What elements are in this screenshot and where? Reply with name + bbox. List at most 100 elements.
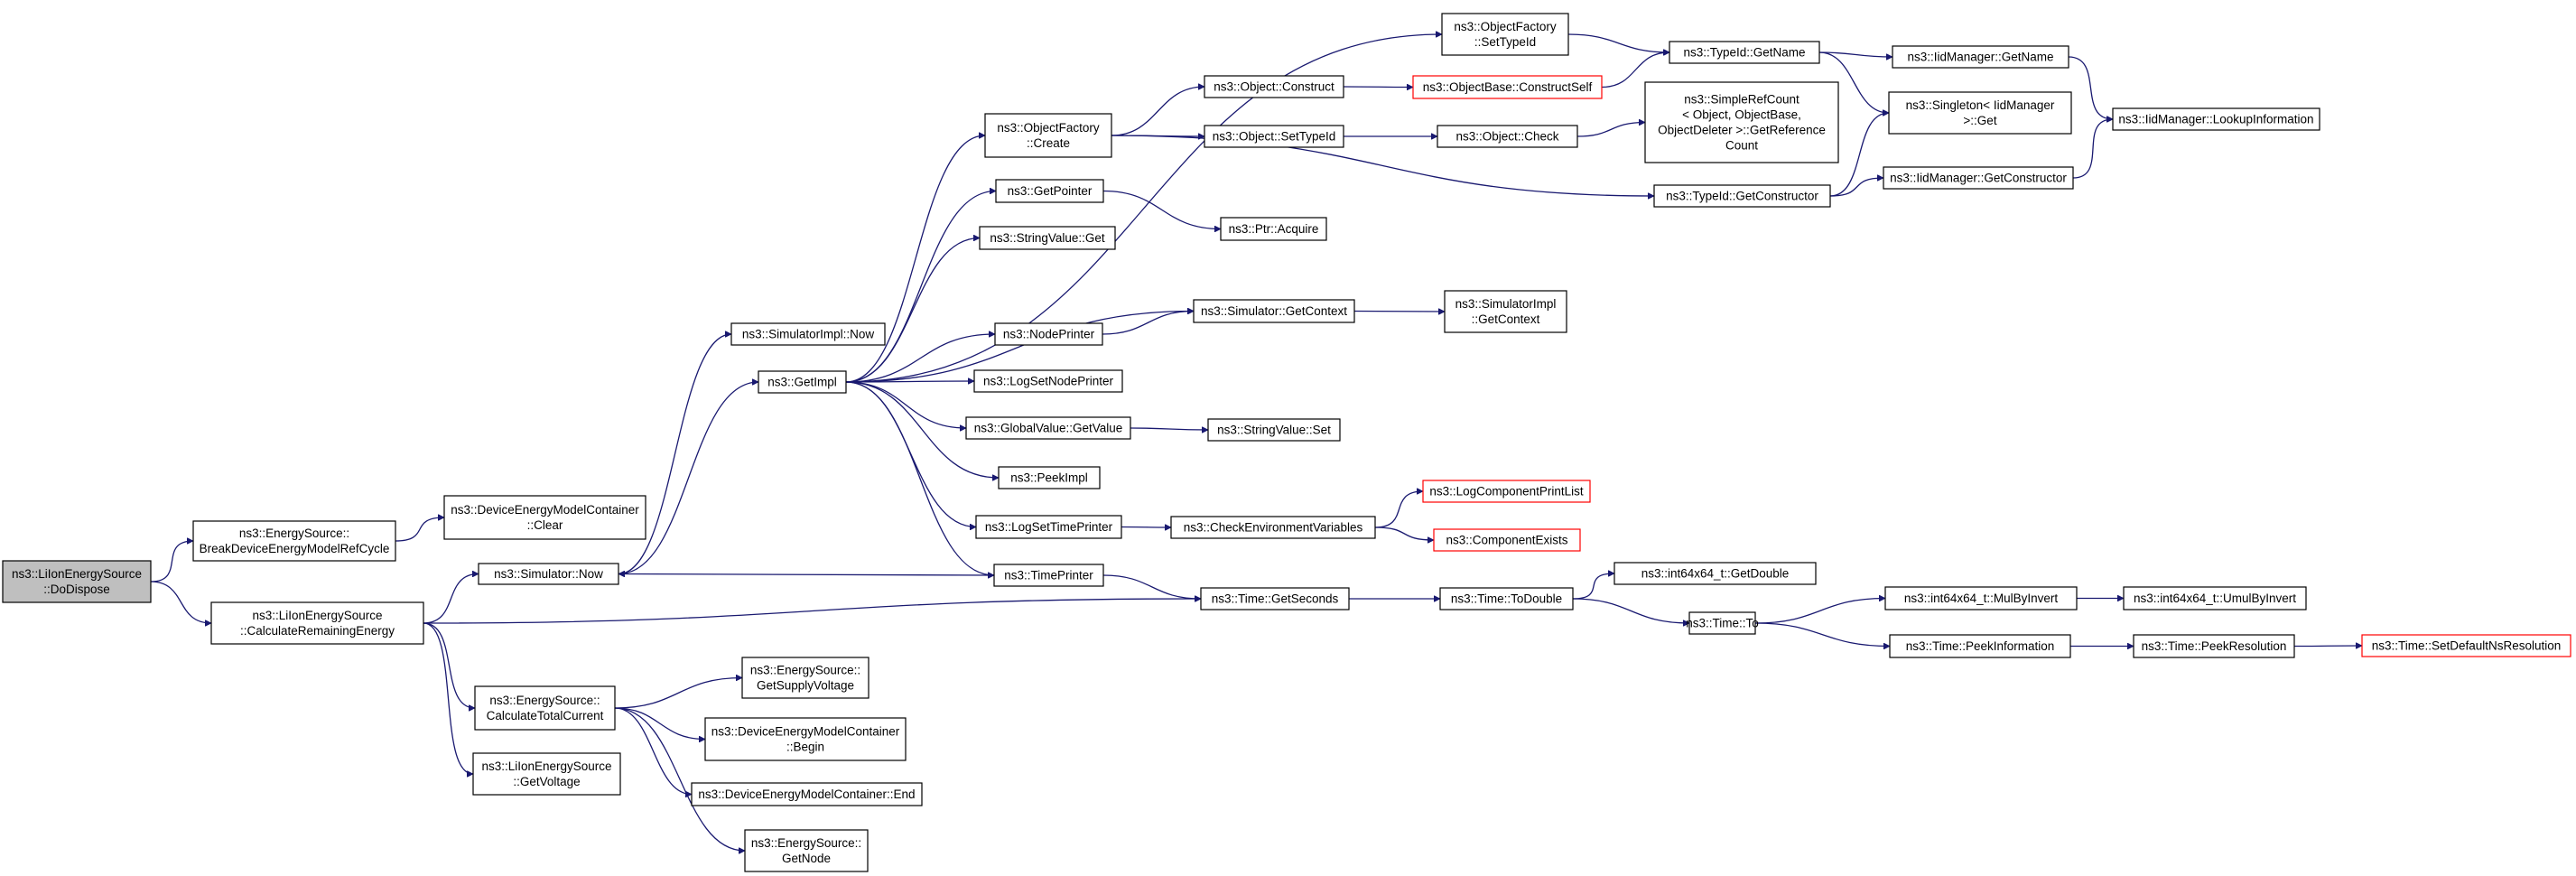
node-box[interactable] — [1884, 586, 2078, 610]
node-box[interactable] — [994, 322, 1103, 346]
node-comp_exists[interactable]: ns3::ComponentExists — [1433, 528, 1581, 552]
node-simplerefcount[interactable]: ns3::SimpleRefCount< Object, ObjectBase,… — [1644, 81, 1839, 163]
node-box[interactable] — [474, 685, 616, 731]
node-gv_getvalue[interactable]: ns3::GlobalValue::GetValue — [965, 416, 1131, 440]
node-box[interactable] — [744, 829, 869, 872]
node-strval_set[interactable]: ns3::StringValue::Set — [1207, 418, 1341, 442]
node-calctot[interactable]: ns3::EnergySource::CalculateTotalCurrent — [474, 685, 616, 731]
node-time_peekres[interactable]: ns3::Time::PeekResolution — [2133, 634, 2295, 658]
node-box[interactable] — [1437, 125, 1578, 148]
node-box[interactable] — [192, 520, 396, 562]
node-box[interactable] — [1444, 290, 1567, 333]
node-box[interactable] — [1200, 587, 1350, 610]
node-strval_get[interactable]: ns3::StringValue::Get — [979, 226, 1116, 250]
node-box[interactable] — [1412, 75, 1603, 99]
node-dodispose[interactable]: ns3::LiIonEnergySource::DoDispose — [2, 560, 152, 603]
node-logcomp_printlist[interactable]: ns3::LogComponentPrintList — [1422, 480, 1591, 503]
node-obj_construct[interactable]: ns3::Object::Construct — [1204, 75, 1344, 98]
node-box[interactable] — [1170, 516, 1376, 539]
node-checkenv[interactable]: ns3::CheckEnvironmentVariables — [1170, 516, 1376, 539]
node-getvoltage[interactable]: ns3::LiIonEnergySource::GetVoltage — [472, 752, 621, 796]
node-sim_now[interactable]: ns3::Simulator::Now — [478, 563, 619, 585]
node-box[interactable] — [1433, 528, 1581, 552]
node-box[interactable] — [1669, 41, 1820, 64]
node-obj_check[interactable]: ns3::Object::Check — [1437, 125, 1578, 148]
node-box[interactable] — [993, 564, 1104, 587]
node-box[interactable] — [2123, 586, 2307, 610]
node-of_create[interactable]: ns3::ObjectFactory::Create — [984, 113, 1112, 158]
node-demc_begin[interactable]: ns3::DeviceEnergyModelContainer::Begin — [704, 717, 907, 761]
node-box[interactable] — [758, 370, 847, 394]
node-typeid_getname[interactable]: ns3::TypeId::GetName — [1669, 41, 1820, 64]
node-simimpl_now[interactable]: ns3::SimulatorImpl::Now — [730, 322, 886, 346]
node-getsupply[interactable]: ns3::EnergySource::GetSupplyVoltage — [741, 657, 870, 699]
node-box[interactable] — [741, 657, 870, 699]
node-logsettime[interactable]: ns3::LogSetTimePrinter — [975, 515, 1122, 539]
node-iid_getctor[interactable]: ns3::IidManager::GetConstructor — [1883, 166, 2074, 190]
node-box[interactable] — [1193, 299, 1355, 323]
node-demc_end[interactable]: ns3::DeviceEnergyModelContainer::End — [691, 782, 923, 806]
node-box[interactable] — [1207, 418, 1341, 442]
node-box[interactable] — [443, 495, 646, 540]
node-box[interactable] — [1220, 217, 1327, 241]
node-time_to[interactable]: ns3::Time::To — [1686, 611, 1759, 635]
node-box[interactable] — [1653, 184, 1831, 208]
node-getimpl[interactable]: ns3::GetImpl — [758, 370, 847, 394]
node-box[interactable] — [965, 416, 1131, 440]
node-logsetnode[interactable]: ns3::LogSetNodePrinter — [973, 369, 1123, 393]
node-break[interactable]: ns3::EnergySource::BreakDeviceEnergyMode… — [192, 520, 396, 562]
node-box[interactable] — [1883, 166, 2074, 190]
node-iid_getname[interactable]: ns3::IidManager::GetName — [1892, 45, 2069, 69]
node-getnode[interactable]: ns3::EnergySource::GetNode — [744, 829, 869, 872]
node-box[interactable] — [2112, 107, 2320, 131]
node-box[interactable] — [975, 515, 1122, 539]
node-box[interactable] — [210, 601, 424, 645]
node-box[interactable] — [2133, 634, 2295, 658]
node-objbase_construct[interactable]: ns3::ObjectBase::ConstructSelf — [1412, 75, 1603, 99]
node-box[interactable] — [691, 782, 923, 806]
node-box[interactable] — [1422, 480, 1591, 503]
node-demc_clear[interactable]: ns3::DeviceEnergyModelContainer::Clear — [443, 495, 646, 540]
node-nodeprinter[interactable]: ns3::NodePrinter — [994, 322, 1103, 346]
node-time_todouble[interactable]: ns3::Time::ToDouble — [1439, 587, 1574, 610]
node-box[interactable] — [2361, 634, 2571, 657]
node-box[interactable] — [1439, 587, 1574, 610]
node-i64_mulbyinvert[interactable]: ns3::int64x64_t::MulByInvert — [1884, 586, 2078, 610]
node-box[interactable] — [2, 560, 152, 603]
node-box[interactable] — [1204, 125, 1344, 148]
node-box[interactable] — [704, 717, 907, 761]
node-box[interactable] — [984, 113, 1112, 158]
node-i64_umulbyinvert[interactable]: ns3::int64x64_t::UmulByInvert — [2123, 586, 2307, 610]
node-simimpl_getcontext[interactable]: ns3::SimulatorImpl::GetContext — [1444, 290, 1567, 333]
node-calcrem[interactable]: ns3::LiIonEnergySource::CalculateRemaini… — [210, 601, 424, 645]
node-box[interactable] — [478, 563, 619, 585]
node-getpointer[interactable]: ns3::GetPointer — [995, 179, 1104, 203]
node-iid_lookup[interactable]: ns3::IidManager::LookupInformation — [2112, 107, 2320, 131]
node-box[interactable] — [730, 322, 886, 346]
node-time_getseconds[interactable]: ns3::Time::GetSeconds — [1200, 587, 1350, 610]
node-box[interactable] — [979, 226, 1116, 250]
node-time_peekinfo[interactable]: ns3::Time::PeekInformation — [1889, 634, 2071, 658]
node-box[interactable] — [995, 179, 1104, 203]
node-obj_settypeid[interactable]: ns3::Object::SetTypeId — [1204, 125, 1344, 148]
node-box[interactable] — [973, 369, 1123, 393]
node-time_setdefault[interactable]: ns3::Time::SetDefaultNsResolution — [2361, 634, 2571, 657]
node-box[interactable] — [1644, 81, 1839, 163]
node-box[interactable] — [998, 466, 1101, 489]
node-box[interactable] — [1441, 13, 1569, 56]
node-sim_getcontext[interactable]: ns3::Simulator::GetContext — [1193, 299, 1355, 323]
node-box[interactable] — [1888, 91, 2072, 135]
node-peekimpl[interactable]: ns3::PeekImpl — [998, 466, 1101, 489]
node-ptr_acquire[interactable]: ns3::Ptr::Acquire — [1220, 217, 1327, 241]
node-box[interactable] — [1613, 562, 1817, 585]
node-of_settypeid[interactable]: ns3::ObjectFactory::SetTypeId — [1441, 13, 1569, 56]
node-box[interactable] — [1892, 45, 2069, 69]
node-box[interactable] — [1204, 75, 1344, 98]
node-box[interactable] — [1889, 634, 2071, 658]
node-singleton_get[interactable]: ns3::Singleton< IidManager>::Get — [1888, 91, 2072, 135]
node-box[interactable] — [472, 752, 621, 796]
node-typeid_getctor[interactable]: ns3::TypeId::GetConstructor — [1653, 184, 1831, 208]
node-timeprinter[interactable]: ns3::TimePrinter — [993, 564, 1104, 587]
node-i64_getdouble[interactable]: ns3::int64x64_t::GetDouble — [1613, 562, 1817, 585]
node-box[interactable] — [1688, 611, 1756, 635]
